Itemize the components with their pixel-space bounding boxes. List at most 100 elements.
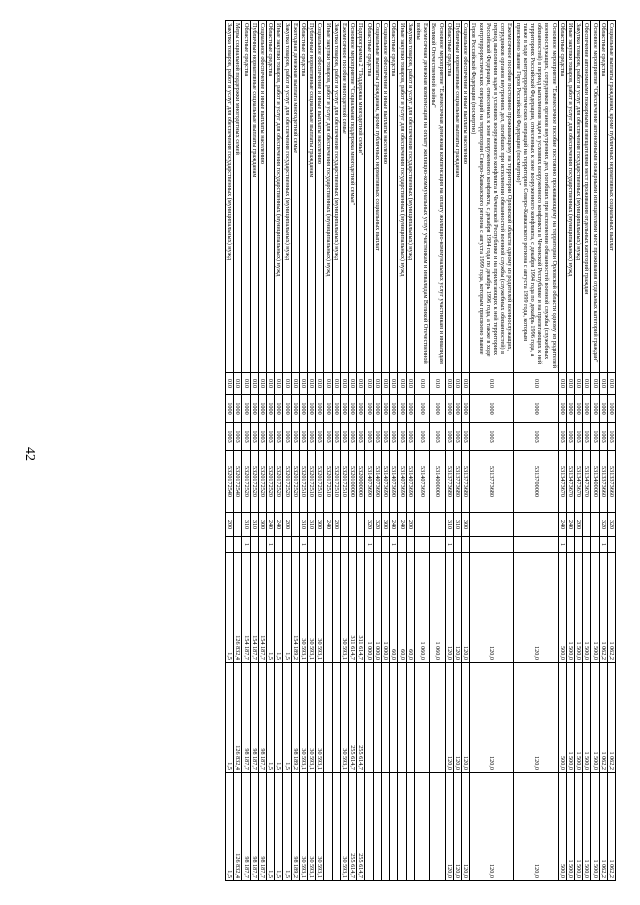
source-mark [307, 536, 316, 553]
target-article-code: 5314073690 [397, 450, 407, 513]
value-year-1: 1 000,0 [373, 552, 382, 663]
section-code: 1000 [340, 394, 349, 423]
source-mark [582, 536, 591, 553]
target-article-code: 5320000000 [356, 450, 365, 513]
subsection-code: 1003 [558, 422, 567, 451]
value-year-3: 30 593,1 [340, 772, 349, 881]
value-year-1: 60,0 [397, 552, 407, 663]
section-code: 1000 [599, 394, 608, 423]
grbs-code: 010 [389, 372, 398, 395]
subsection-code: 1003 [381, 422, 390, 451]
value-year-3 [323, 772, 333, 881]
value-year-3: 120,0 [469, 772, 514, 881]
target-article-code: 5314073690 [414, 450, 430, 513]
grbs-code: 010 [599, 372, 608, 395]
row-name: Областные средства [599, 20, 608, 373]
target-article-code: 5320172540 [225, 450, 234, 513]
section-code: 1000 [299, 394, 308, 423]
expense-type-code [513, 512, 559, 537]
source-mark [332, 536, 341, 553]
subsection-code: 1003 [315, 422, 324, 451]
value-year-1: 30 593,1 [315, 552, 324, 663]
section-code: 1000 [406, 394, 415, 423]
grbs-code: 010 [274, 372, 283, 395]
section-code: 1000 [241, 394, 251, 423]
value-year-2 [429, 662, 446, 773]
section-code: 1000 [469, 394, 514, 423]
grbs-code: 010 [348, 372, 357, 395]
value-year-1: 311 614,7 [348, 552, 357, 663]
value-year-2: 120,0 [453, 662, 462, 773]
value-year-3 [365, 772, 374, 881]
source-mark [574, 536, 583, 553]
grbs-code: 010 [582, 372, 591, 395]
subsection-code: 1003 [590, 422, 600, 451]
source-mark [356, 536, 365, 553]
section-code: 1000 [365, 394, 374, 423]
value-year-2: 500,0 [558, 662, 567, 773]
target-article-code: 5313473670 [582, 450, 591, 513]
table-row: Социальные выплаты гражданам, кроме публ… [607, 20, 616, 881]
rotated-content: Социальные выплаты гражданам, кроме публ… [66, 20, 616, 881]
target-article-code: 5313700000 [513, 450, 559, 513]
value-year-1: 120,0 [461, 552, 470, 663]
value-year-2: 1,5 [266, 662, 275, 773]
row-name: Закупка товаров, работ и услуг для обесп… [225, 20, 234, 373]
section-code: 1000 [307, 394, 316, 423]
subsection-code: 1003 [356, 422, 365, 451]
value-year-2: 255 614,7 [348, 662, 357, 773]
source-mark [373, 536, 382, 553]
section-code: 1000 [590, 394, 600, 423]
target-article-code: 5314000000 [429, 450, 446, 513]
subsection-code: 1003 [513, 422, 559, 451]
section-code: 1000 [373, 394, 382, 423]
source-mark [340, 536, 349, 553]
expense-type-code [340, 512, 349, 537]
table-row: Основное мероприятие "Ежемесячное пособи… [513, 20, 559, 881]
table-row: Закупка товаров, работ и услуг для обесп… [574, 20, 583, 881]
value-year-2: 255 614,7 [356, 662, 365, 773]
value-year-1: 1 500,0 [566, 552, 575, 663]
subsection-code: 1003 [397, 422, 407, 451]
value-year-1: 154 189,2 [291, 552, 300, 663]
section-code: 1000 [381, 394, 390, 423]
table-row: Ежемесячная денежная компенсация на опла… [414, 20, 430, 881]
expense-type-code: 300 [258, 512, 267, 537]
section-code: 1000 [389, 394, 398, 423]
value-year-1: 1 500,0 [582, 552, 591, 663]
row-name: Основное мероприятие "Социальная поддерж… [348, 20, 357, 373]
source-mark: 1 [266, 536, 275, 553]
expense-type-code: 240 [274, 512, 283, 537]
row-name: Ежемесячная денежная компенсация на опла… [414, 20, 430, 373]
grbs-code: 010 [590, 372, 600, 395]
section-code: 1000 [607, 394, 616, 423]
value-year-3: 98 187,7 [258, 772, 267, 881]
expense-type-code [233, 512, 242, 537]
value-year-1: 1 000,0 [381, 552, 390, 663]
target-article-code: 5320172510 [332, 450, 341, 513]
value-year-1: 60,0 [406, 552, 415, 663]
value-year-3: 98 187,7 [241, 772, 251, 881]
row-name: Основное мероприятие "Обеспечение автоно… [590, 20, 600, 373]
value-year-3: 98 187,7 [250, 772, 259, 881]
table-row: Закупка товаров, работ и услуг для обесп… [332, 20, 341, 881]
grbs-code: 010 [469, 372, 514, 395]
row-name: Публичные нормативные социальные выплаты… [250, 20, 259, 373]
value-year-3: 1 500,0 [566, 772, 575, 881]
value-year-2: 30 593,1 [299, 662, 308, 773]
target-article-code: 5314073690 [381, 450, 390, 513]
grbs-code: 010 [429, 372, 446, 395]
value-year-1: 1,5 [274, 552, 283, 663]
target-article-code: 5313773680 [461, 450, 470, 513]
value-year-3: 30 593,1 [315, 772, 324, 881]
subsection-code: 1003 [307, 422, 316, 451]
value-year-2: 98 187,7 [258, 662, 267, 773]
target-article-code: 5320172520 [241, 450, 251, 513]
table-row: Обеспечение автономными пожарными извеща… [582, 20, 591, 881]
subsection-code: 1003 [348, 422, 357, 451]
value-year-1: 60,0 [389, 552, 398, 663]
expense-type-code: 310 [250, 512, 259, 537]
